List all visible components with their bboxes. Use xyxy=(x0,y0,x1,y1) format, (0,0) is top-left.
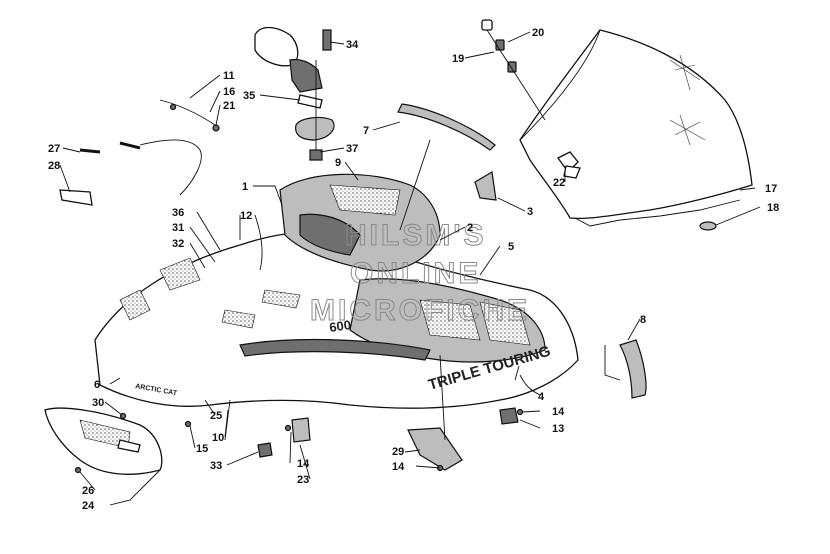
windshield-support xyxy=(474,171,497,201)
cable-assembly xyxy=(59,99,220,206)
callout-15: 15 xyxy=(196,443,208,455)
hood-strip xyxy=(397,103,496,151)
callout-14-a: 14 xyxy=(552,406,565,418)
callout-3: 3 xyxy=(527,206,533,218)
callout-19: 19 xyxy=(452,53,464,65)
svg-text:MICROFICHE: MICROFICHE xyxy=(310,294,530,327)
callout-1: 1 xyxy=(242,181,248,193)
lower-panel xyxy=(407,427,463,471)
callout-25: 25 xyxy=(210,410,222,422)
callout-22: 22 xyxy=(553,177,565,189)
callout-4: 4 xyxy=(538,391,545,403)
hood-model-text: 600 xyxy=(328,317,352,335)
callout-24: 24 xyxy=(82,500,95,512)
callout-32: 32 xyxy=(172,238,184,250)
callout-8: 8 xyxy=(640,314,646,326)
callout-10: 10 xyxy=(212,432,224,444)
callout-7: 7 xyxy=(363,125,369,137)
callout-20: 20 xyxy=(532,27,544,39)
callout-21: 21 xyxy=(223,100,235,112)
callout-5: 5 xyxy=(508,241,514,253)
windshield xyxy=(519,29,753,227)
callout-37: 37 xyxy=(346,143,358,155)
callout-33: 33 xyxy=(210,460,222,472)
callout-6: 6 xyxy=(94,379,100,391)
callout-23: 23 xyxy=(297,474,309,486)
svg-text:HILSM'S: HILSM'S xyxy=(345,219,486,252)
callout-16: 16 xyxy=(223,86,235,98)
callout-labels: 1 2 3 4 5 6 7 8 9 10 11 12 13 14 14 14 1… xyxy=(48,27,779,512)
mirror-assembly xyxy=(254,26,335,161)
watermark: HILSM'S ONLINE MICROFICHE xyxy=(310,219,530,328)
callout-35: 35 xyxy=(243,90,255,102)
callout-18: 18 xyxy=(767,202,779,214)
callout-14-c: 14 xyxy=(392,461,405,473)
callout-30: 30 xyxy=(92,397,104,409)
callout-leaders xyxy=(59,31,761,506)
callout-29: 29 xyxy=(392,446,404,458)
callout-2: 2 xyxy=(467,222,473,234)
side-decal-leader xyxy=(519,374,541,396)
hood-body xyxy=(94,173,579,409)
callout-26: 26 xyxy=(82,485,94,497)
callout-9: 9 xyxy=(335,157,341,169)
extra-leaders xyxy=(224,139,621,441)
callout-12: 12 xyxy=(240,210,252,222)
side-deflector xyxy=(619,339,647,399)
windshield-grommet xyxy=(699,221,717,231)
callout-28: 28 xyxy=(48,160,60,172)
callout-34: 34 xyxy=(346,39,359,51)
nose-bumper xyxy=(44,407,163,475)
mounting-clips xyxy=(257,407,519,458)
callout-17: 17 xyxy=(765,183,777,195)
callout-27: 27 xyxy=(48,143,60,155)
callout-36: 36 xyxy=(172,207,184,219)
callout-13: 13 xyxy=(552,423,564,435)
svg-text:ONLINE: ONLINE xyxy=(350,257,481,290)
callout-14-b: 14 xyxy=(297,458,310,470)
windshield-fasteners xyxy=(481,19,581,179)
callout-31: 31 xyxy=(172,222,184,234)
callout-11: 11 xyxy=(223,70,235,82)
